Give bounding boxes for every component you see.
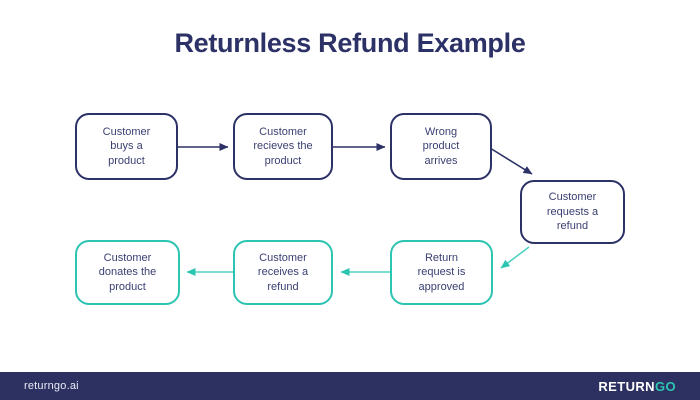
flow-node-request-approved: Return request is approved xyxy=(390,240,493,305)
page-title: Returnless Refund Example xyxy=(174,28,526,58)
logo-go-text: GO xyxy=(654,378,676,394)
flow-node-requests-refund: Customer requests a refund xyxy=(520,180,625,244)
flow-node-donates-product: Customer donates the product xyxy=(75,240,180,305)
footer-bar: returngo.ai RETURNGO xyxy=(0,372,700,400)
returngo-logo: RETURNGO xyxy=(598,379,676,394)
arrow-wrong-to-request xyxy=(489,147,533,175)
footer-website: returngo.ai xyxy=(24,380,79,392)
flow-node-receives-refund: Customer receives a refund xyxy=(233,240,333,305)
flow-node-customer-buys: Customer buys a product xyxy=(75,113,178,180)
flow-node-wrong-product: Wrong product arrives xyxy=(390,113,492,180)
flow-node-customer-receives-product: Customer recieves the product xyxy=(233,113,333,180)
arrow-request-to-approved xyxy=(500,246,530,269)
logo-return-text: RETURN xyxy=(598,378,655,394)
